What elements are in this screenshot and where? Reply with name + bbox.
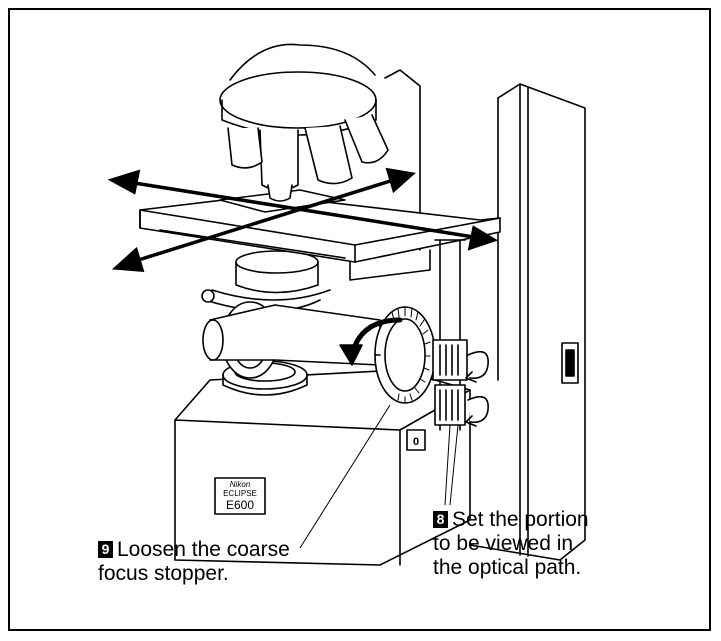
step-8-number: 8 (433, 511, 448, 528)
nameplate-model-line: ECLIPSE (223, 489, 257, 498)
left-focus-knob (202, 301, 381, 379)
nameplate (214, 477, 266, 515)
objectives (227, 114, 389, 202)
leader-lines (299, 404, 459, 549)
callout-step-8-line-3: the optical path. (433, 556, 582, 579)
stage (139, 194, 501, 281)
callout-step-9-line-2: focus stopper. (98, 562, 229, 585)
rotation-arrows (465, 350, 489, 427)
microscope-arm (384, 69, 586, 561)
nameplate-brand: Nikon (230, 480, 251, 489)
step-9-number: 9 (98, 541, 113, 558)
optical-path-rod (432, 239, 468, 431)
microscope-base (174, 369, 471, 566)
coarse-knob-arrow (339, 317, 403, 366)
condenser (201, 250, 331, 312)
coarse-focus-knob (374, 306, 436, 404)
nameplate-model: E600 (226, 498, 254, 512)
callout-step-8-line-2: to be viewed in (433, 532, 574, 555)
stage-movement-arrows (107, 167, 499, 272)
power-switch-label: 0 (413, 436, 419, 448)
